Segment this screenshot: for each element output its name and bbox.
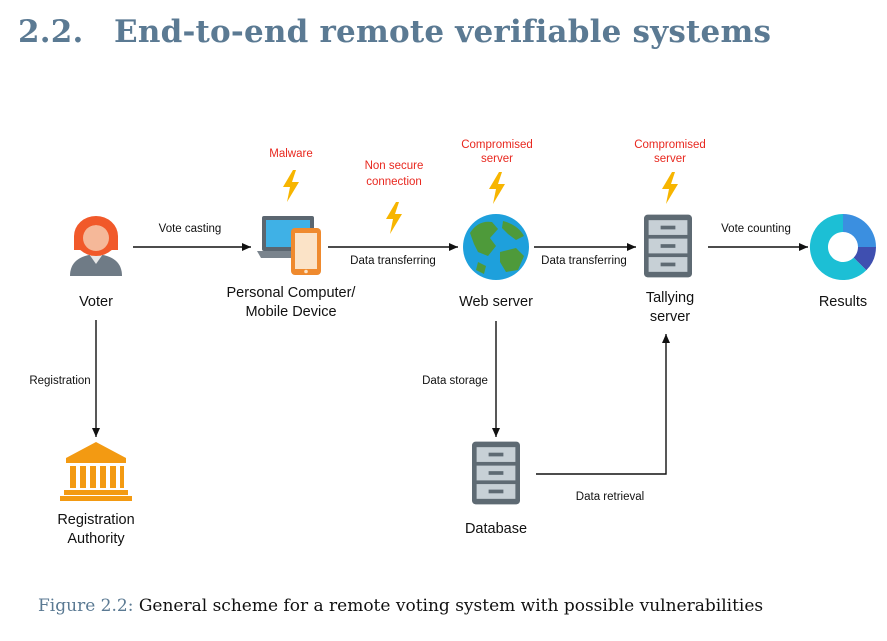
- person-avatar-icon: [70, 216, 122, 276]
- edge-label-vote-counting: Vote counting: [721, 223, 791, 235]
- edge-label-data-retrieval: Data retrieval: [576, 491, 644, 503]
- donut-chart-icon: [809, 213, 876, 280]
- laptop-phone-icon: [257, 216, 321, 275]
- figure-label: Figure 2.2:: [38, 596, 134, 616]
- government-building-icon: [60, 442, 132, 501]
- threat-label-non-secure-line2: connection: [366, 176, 422, 188]
- lightning-bolt-icon: [283, 170, 299, 202]
- threat-label-non-secure-line1: Non secure: [365, 160, 424, 172]
- edge-data-retrieval: [536, 334, 670, 475]
- lightning-bolt-icon: [662, 172, 678, 204]
- threat-label-compromised-2-line1: Compromised: [634, 139, 706, 151]
- threat-label-malware: Malware: [269, 148, 312, 160]
- node-label-results: Results: [819, 294, 867, 310]
- globe-icon: [463, 214, 529, 280]
- node-label-voter: Voter: [79, 294, 113, 310]
- threat-label-compromised-1-line1: Compromised: [461, 139, 533, 151]
- lightning-bolt-icon: [489, 172, 505, 204]
- node-label-authority-line1: Registration: [57, 512, 134, 528]
- figure-caption-text: General scheme for a remote voting syste…: [138, 596, 764, 616]
- section-title: End-to-end remote verifiable systems: [114, 14, 772, 50]
- section-heading: 2.2. End-to-end remote verifiable systems: [18, 14, 771, 50]
- node-label-tallying-line2: server: [650, 309, 690, 325]
- edge-label-data-storage: Data storage: [422, 375, 488, 387]
- edge-label-data-transferring-2: Data transferring: [541, 255, 627, 267]
- node-label-web-server: Web server: [459, 294, 533, 310]
- server-rack-icon: [644, 214, 692, 278]
- threat-label-compromised-1-line2: server: [481, 153, 513, 165]
- node-label-device-line1: Personal Computer/: [227, 285, 357, 301]
- lightning-bolt-icon: [386, 202, 402, 234]
- node-label-device-line2: Mobile Device: [245, 304, 336, 320]
- edge-label-data-transferring-1: Data transferring: [350, 255, 436, 267]
- threat-label-compromised-2-line2: server: [654, 153, 686, 165]
- edge-label-registration: Registration: [29, 375, 90, 387]
- figure-caption: Figure 2.2: General scheme for a remote …: [38, 596, 763, 616]
- edge-label-vote-casting: Vote casting: [159, 223, 222, 235]
- section-number: 2.2.: [18, 14, 84, 50]
- node-label-database: Database: [465, 521, 527, 537]
- node-label-tallying-line1: Tallying: [646, 290, 694, 306]
- server-rack-icon: [472, 441, 520, 505]
- node-label-authority-line2: Authority: [67, 531, 125, 547]
